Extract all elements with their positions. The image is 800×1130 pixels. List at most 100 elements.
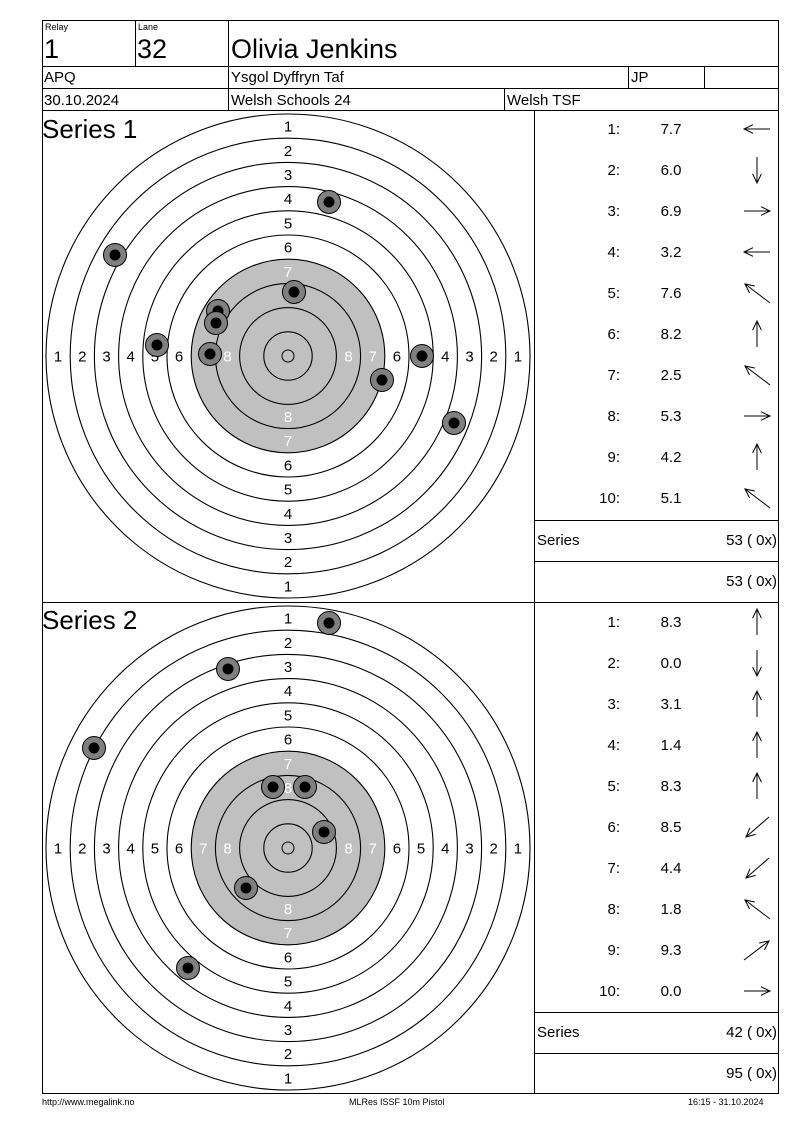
event-name: Welsh Schools 24 bbox=[231, 92, 351, 109]
shot-hole bbox=[234, 876, 258, 900]
ring-label-bg bbox=[282, 455, 294, 474]
ring-label-8-bottom: 8 bbox=[284, 901, 292, 918]
ring-label-1-left: 1 bbox=[54, 349, 62, 366]
shot-number: 4: bbox=[607, 737, 620, 754]
ring-label-bg bbox=[282, 528, 294, 547]
header-divider bbox=[42, 110, 779, 111]
target-ring-1 bbox=[45, 113, 531, 599]
ring-label-bg bbox=[366, 347, 379, 365]
shot-number: 4: bbox=[607, 244, 620, 261]
series-2-running-total: 95 ( 0x) bbox=[726, 1065, 777, 1082]
shot-hole bbox=[410, 344, 434, 368]
ring-label-bg bbox=[282, 117, 294, 136]
ring-label-6-bottom: 6 bbox=[284, 457, 292, 474]
ring-label-2-top: 2 bbox=[284, 635, 292, 652]
series-1-total-label: Series bbox=[537, 532, 580, 549]
ring-label-7-bottom: 7 bbox=[284, 925, 292, 942]
arrow-head bbox=[752, 689, 762, 701]
shot-hole-center bbox=[240, 882, 252, 894]
ring-label-bg bbox=[282, 431, 294, 450]
shot-hole-center bbox=[210, 317, 222, 329]
target-ring-8 bbox=[214, 774, 362, 922]
ring-label-8-right: 8 bbox=[344, 841, 352, 858]
ring-label-bg bbox=[282, 681, 294, 700]
shot-score: 6.9 bbox=[660, 203, 682, 220]
ring-label-bg bbox=[148, 839, 161, 857]
ring-label-bg bbox=[487, 839, 500, 857]
ring-label-1-top: 1 bbox=[284, 611, 292, 628]
arrow-head bbox=[759, 940, 770, 951]
arrow-head bbox=[742, 124, 754, 134]
ring-label-bg bbox=[282, 552, 294, 571]
shot-hole bbox=[204, 311, 228, 335]
shot-hole bbox=[442, 411, 466, 435]
shot-number: 3: bbox=[607, 203, 620, 220]
shot-number: 7: bbox=[607, 367, 620, 384]
shot-hole-center bbox=[267, 781, 279, 793]
ring-label-bg bbox=[282, 165, 294, 184]
ring-label-7-right: 7 bbox=[369, 349, 377, 366]
header-divider bbox=[135, 20, 136, 66]
shot-hole bbox=[370, 368, 394, 392]
target-ring-9 bbox=[239, 799, 337, 897]
arrow-head bbox=[752, 442, 762, 454]
ring-label-7-right: 7 bbox=[369, 841, 377, 858]
footer-app: MLRes ISSF 10m Pistol bbox=[349, 1097, 445, 1107]
ring-label-bg bbox=[282, 213, 294, 232]
ring-label-bg bbox=[282, 1068, 294, 1087]
shot-hole-center bbox=[109, 249, 121, 261]
footer-printed: 16:15 - 31.10.2024 bbox=[688, 1097, 764, 1107]
summary-divider bbox=[534, 1012, 779, 1013]
relay-label: Relay bbox=[45, 22, 69, 32]
shot-score: 8.3 bbox=[660, 614, 682, 631]
arrow-head bbox=[760, 206, 772, 216]
club-name: Ysgol Dyffryn Taf bbox=[231, 69, 344, 86]
ring-label-2-bottom: 2 bbox=[284, 554, 292, 571]
ring-label-bg bbox=[282, 407, 294, 426]
ring-label-bg bbox=[76, 839, 89, 857]
shot-number: 3: bbox=[607, 696, 620, 713]
ring-label-bg bbox=[100, 347, 113, 365]
shot-hole bbox=[317, 611, 341, 635]
target-ring-10 bbox=[263, 823, 313, 873]
ring-label-bg bbox=[282, 1044, 294, 1063]
ring-label-8-top: 8 bbox=[284, 780, 292, 797]
shot-hole-center bbox=[416, 350, 428, 362]
shot-hole bbox=[176, 956, 200, 980]
target-ring-7 bbox=[190, 258, 386, 454]
ring-label-1-bottom: 1 bbox=[284, 578, 292, 595]
ring-label-3-right: 3 bbox=[465, 349, 473, 366]
ring-label-8-right: 8 bbox=[344, 349, 352, 366]
ring-label-bg bbox=[282, 633, 294, 652]
ring-label-2-right: 2 bbox=[490, 841, 498, 858]
shot-hole-center bbox=[222, 663, 234, 675]
ring-label-6-top: 6 bbox=[284, 240, 292, 257]
ring-label-bg bbox=[76, 347, 89, 365]
series-2-total: 42 ( 0x) bbox=[726, 1024, 777, 1041]
arrow-head bbox=[752, 771, 762, 783]
shot-score: 7.6 bbox=[660, 285, 682, 302]
ring-label-7-bottom: 7 bbox=[284, 433, 292, 450]
ring-label-bg bbox=[282, 778, 294, 797]
ring-label-bg bbox=[282, 972, 294, 991]
ring-label-3-bottom: 3 bbox=[284, 530, 292, 547]
ring-label-bg bbox=[124, 347, 137, 365]
target-ring-1 bbox=[45, 605, 531, 1091]
ring-label-4-right: 4 bbox=[441, 841, 449, 858]
ring-label-5-left: 5 bbox=[151, 841, 159, 858]
target-ring-2 bbox=[69, 629, 507, 1067]
ring-label-4-right: 4 bbox=[441, 349, 449, 366]
shot-score: 4.2 bbox=[660, 449, 682, 466]
event-date: 30.10.2024 bbox=[44, 92, 120, 109]
ring-label-1-right: 1 bbox=[514, 349, 522, 366]
target-ring-3 bbox=[93, 161, 483, 551]
ring-label-bg bbox=[282, 504, 294, 523]
shot-score: 6.0 bbox=[660, 162, 682, 179]
shot-hole bbox=[145, 333, 169, 357]
arrow-head bbox=[752, 666, 762, 678]
shot-number: 1: bbox=[607, 121, 620, 138]
header-divider bbox=[704, 66, 705, 88]
ring-label-4-bottom: 4 bbox=[284, 506, 292, 523]
